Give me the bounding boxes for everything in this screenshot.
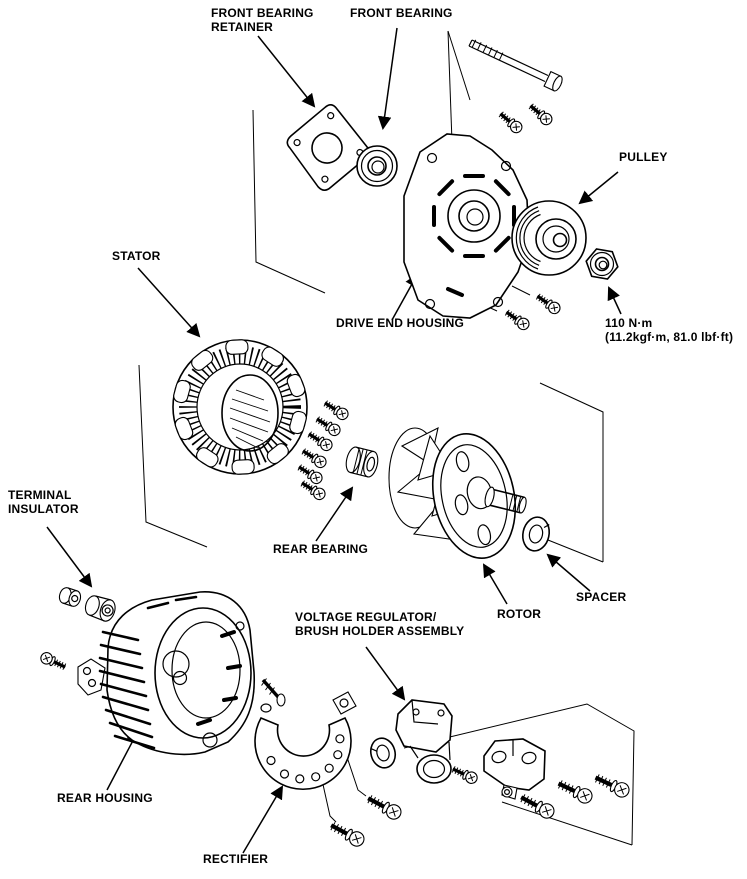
label-pulley: PULLEY — [619, 150, 668, 164]
through-bolt — [468, 39, 563, 92]
spacer-part — [522, 516, 550, 552]
housing-bolt — [501, 305, 533, 334]
pulley-part — [511, 200, 587, 276]
stator-part — [172, 339, 308, 475]
mounting-screw — [365, 792, 404, 822]
terminal-insulator-arrow — [46, 526, 93, 588]
rotor-shaft — [484, 486, 527, 514]
label-front-bearing: FRONT BEARING — [350, 6, 453, 20]
label-front-bearing-retainer: FRONT BEARING RETAINER — [211, 6, 314, 34]
label-torque-note: 110 N·m (11.2kgf·m, 81.0 lbf·ft) — [605, 316, 734, 344]
terminal-insulator-part — [84, 595, 116, 622]
label-voltage-regulator: VOLTAGE REGULATOR/ BRUSH HOLDER ASSEMBLY — [295, 610, 465, 638]
stator-bolt — [320, 396, 352, 424]
stator-bore-hatch — [229, 389, 271, 449]
mounting-screw — [592, 771, 631, 799]
front-bearing-retainer-part — [286, 104, 370, 191]
label-rectifier: RECTIFIER — [203, 852, 269, 866]
terminal-cap-part — [58, 587, 82, 607]
mounting-screw — [518, 791, 557, 821]
mounting-screw — [328, 819, 367, 849]
front-bearing-retainer-arrow — [257, 35, 316, 108]
rotor-part — [388, 426, 527, 559]
housing-bolt — [495, 107, 526, 137]
rectifier-arrow — [242, 785, 284, 854]
terminal-bracket-part — [77, 658, 106, 696]
drive-end-housing-part — [403, 133, 530, 319]
housing-bolt — [525, 99, 556, 129]
lock-ring-part — [369, 737, 397, 769]
pulley-arrow — [578, 171, 619, 205]
label-rotor: ROTOR — [497, 607, 542, 621]
rotor-arrow — [482, 563, 508, 605]
rectifier-part — [254, 678, 357, 790]
rear-bearing-arrow — [315, 486, 354, 542]
label-spacer: SPACER — [576, 590, 627, 604]
torque-note-arrow — [607, 286, 622, 315]
front-bearing-arrow — [377, 27, 398, 131]
voltage-regulator-arrow — [365, 646, 406, 701]
front-bearing-part — [356, 145, 398, 187]
regulator-bracket-part — [483, 738, 546, 800]
label-drive-end-housing: DRIVE END HOUSING — [336, 316, 465, 330]
terminal-bolt — [37, 649, 70, 674]
label-terminal-insulator: TERMINAL INSULATOR — [8, 488, 79, 516]
voltage-regulator-part — [395, 699, 453, 784]
spacer-arrow — [546, 553, 591, 592]
rear-housing-part — [98, 591, 256, 756]
regulator-screw — [448, 762, 481, 787]
pulley-nut-part — [585, 248, 619, 280]
mounting-screw — [555, 777, 594, 805]
stator-winding-bumps — [173, 339, 307, 475]
label-rear-housing: REAR HOUSING — [57, 791, 153, 805]
rectifier-stud — [261, 678, 286, 707]
label-stator: STATOR — [112, 249, 161, 263]
housing-bolt — [532, 289, 564, 318]
rear-bearing-part — [345, 446, 379, 478]
label-rear-bearing: REAR BEARING — [273, 542, 369, 556]
stator-arrow — [137, 267, 201, 338]
